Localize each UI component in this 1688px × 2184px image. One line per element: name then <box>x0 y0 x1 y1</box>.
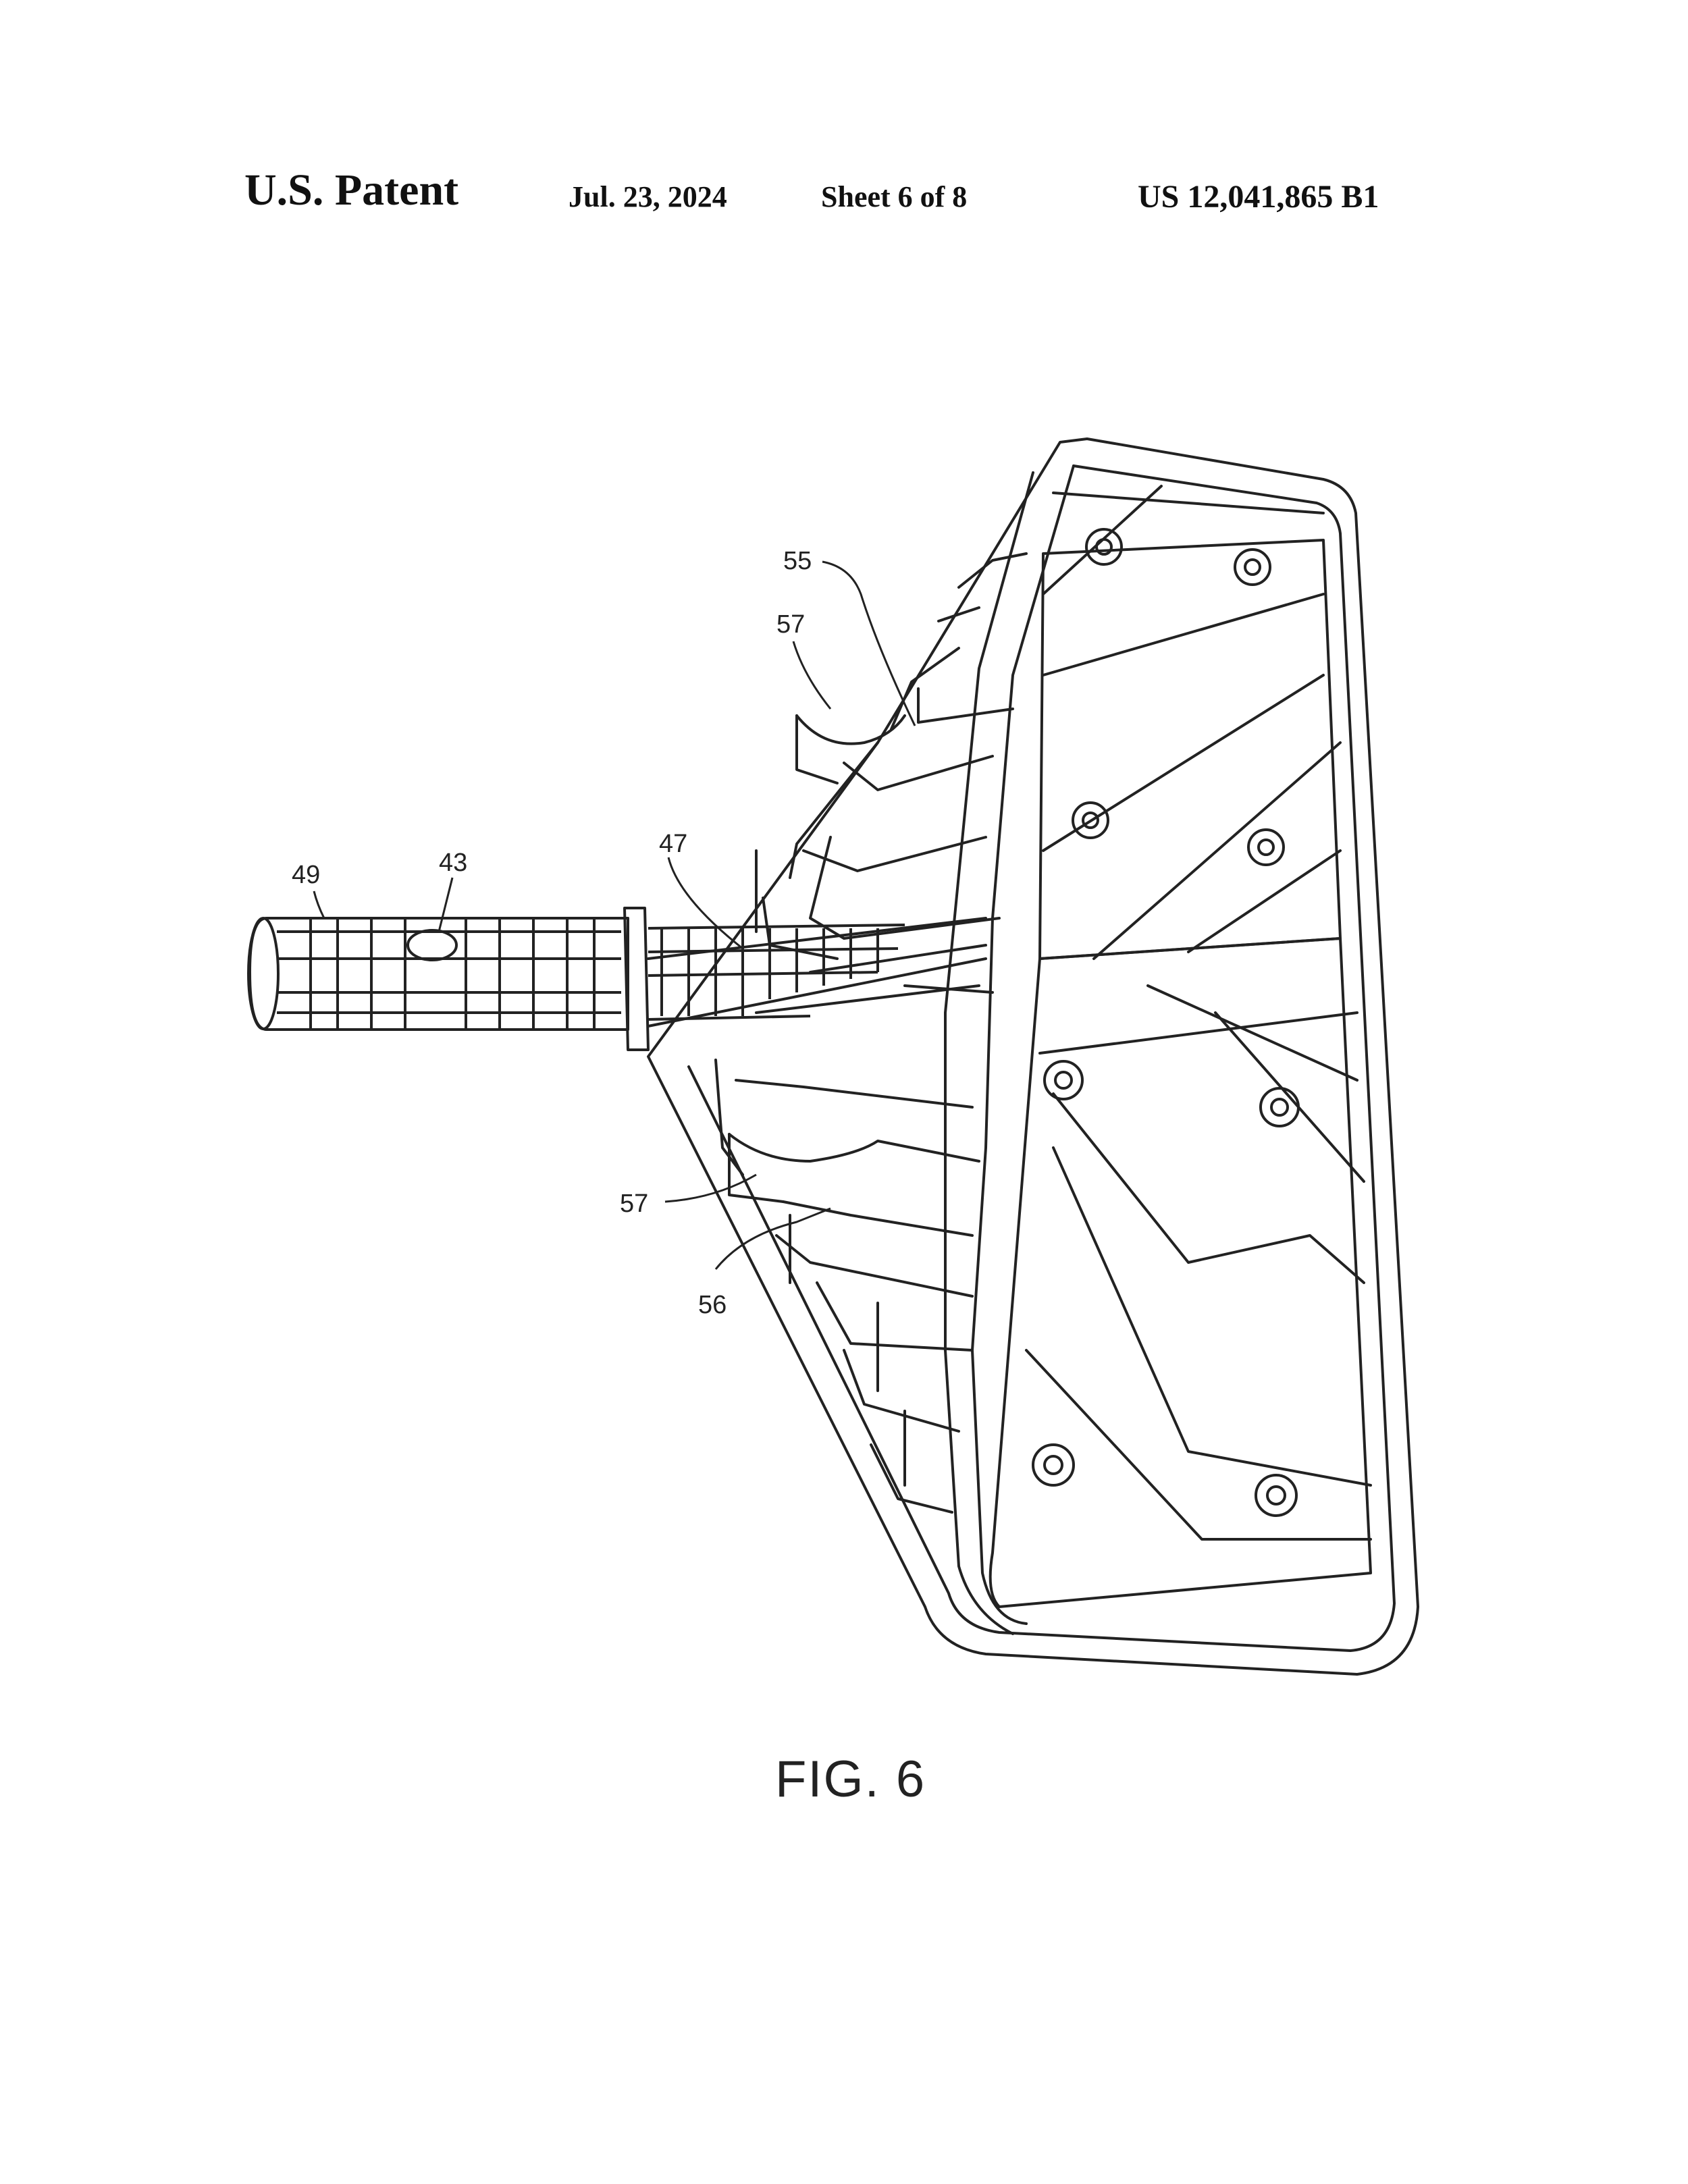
plate-outline <box>647 437 1419 1676</box>
boss-5 <box>1043 1060 1084 1100</box>
ref-57-bottom: 57 <box>620 1190 648 1218</box>
boss-4 <box>1247 828 1285 866</box>
patent-date: Jul. 23, 2024 <box>569 180 727 213</box>
boss-8 <box>1255 1474 1298 1517</box>
boss-1 <box>1085 528 1123 566</box>
ref-57-top: 57 <box>776 610 805 639</box>
figure-label: FIG. 6 <box>775 1751 926 1808</box>
patent-title: U.S. Patent <box>244 165 459 215</box>
ref-43: 43 <box>439 849 467 877</box>
shaft-end <box>247 917 280 1030</box>
shaft-collar <box>623 907 650 1051</box>
boss-7 <box>1032 1443 1075 1487</box>
boss-2 <box>1234 548 1271 586</box>
ref-49: 49 <box>292 861 320 889</box>
ref-56: 56 <box>698 1291 727 1319</box>
sheet-number: Sheet 6 of 8 <box>821 180 968 213</box>
patent-number: US 12,041,865 B1 <box>1138 179 1379 215</box>
plate-front-face <box>971 464 1075 1625</box>
boss-3 <box>1072 801 1109 839</box>
boss-6 <box>1259 1087 1300 1127</box>
plate-inner-rim <box>687 464 1396 1652</box>
ref-47: 47 <box>659 830 687 858</box>
ref-55: 55 <box>783 547 812 575</box>
